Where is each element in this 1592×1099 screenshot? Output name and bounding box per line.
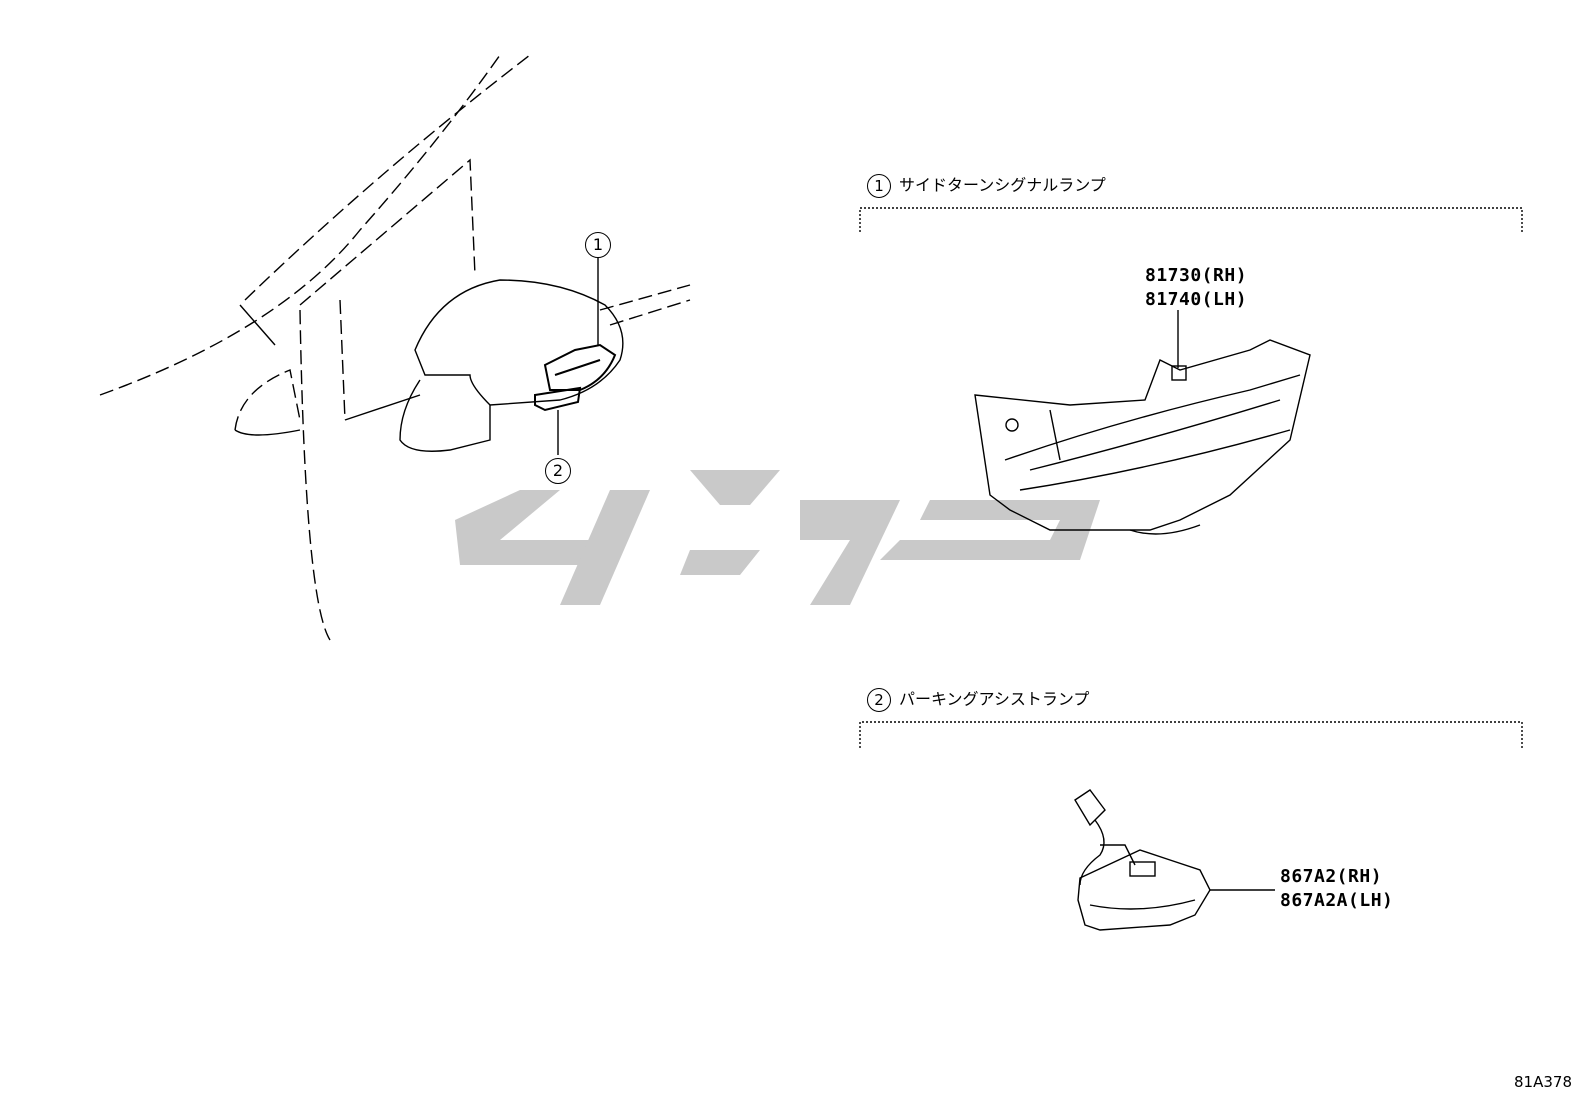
section-1-number: 1	[867, 174, 891, 198]
side-mirror	[234, 279, 624, 452]
section-1-title: サイドターンシグナルランプ	[899, 175, 1106, 195]
watermark-logo	[455, 470, 1100, 605]
diagram-code: 81A378	[1514, 1073, 1572, 1091]
car-body-outline	[99, 54, 691, 641]
callout-2: 2	[545, 458, 571, 484]
mirror-turn-lamp	[543, 343, 617, 391]
section-2-header: 2 パーキングアシストランプ	[867, 688, 1089, 712]
part-1-lh-label: 81740(LH)	[1145, 289, 1248, 310]
turn-signal-lamp-drawing	[974, 339, 1311, 535]
section-1-header: 1 サイドターンシグナルランプ	[867, 174, 1106, 198]
part-2-rh-label: 867A2(RH)	[1280, 866, 1383, 887]
section-2-title: パーキングアシストランプ	[899, 689, 1090, 709]
parking-assist-lamp-drawing	[1074, 789, 1211, 931]
section-1-bracket	[859, 207, 1523, 232]
section-2-bracket	[859, 721, 1523, 748]
mirror-parking-lamp	[534, 386, 582, 412]
callout-1: 1	[585, 232, 611, 258]
pillar-line	[239, 304, 276, 346]
section-2-number: 2	[867, 688, 891, 712]
part-2-lh-label: 867A2A(LH)	[1280, 890, 1394, 911]
part-1-rh-label: 81730(RH)	[1145, 265, 1248, 286]
